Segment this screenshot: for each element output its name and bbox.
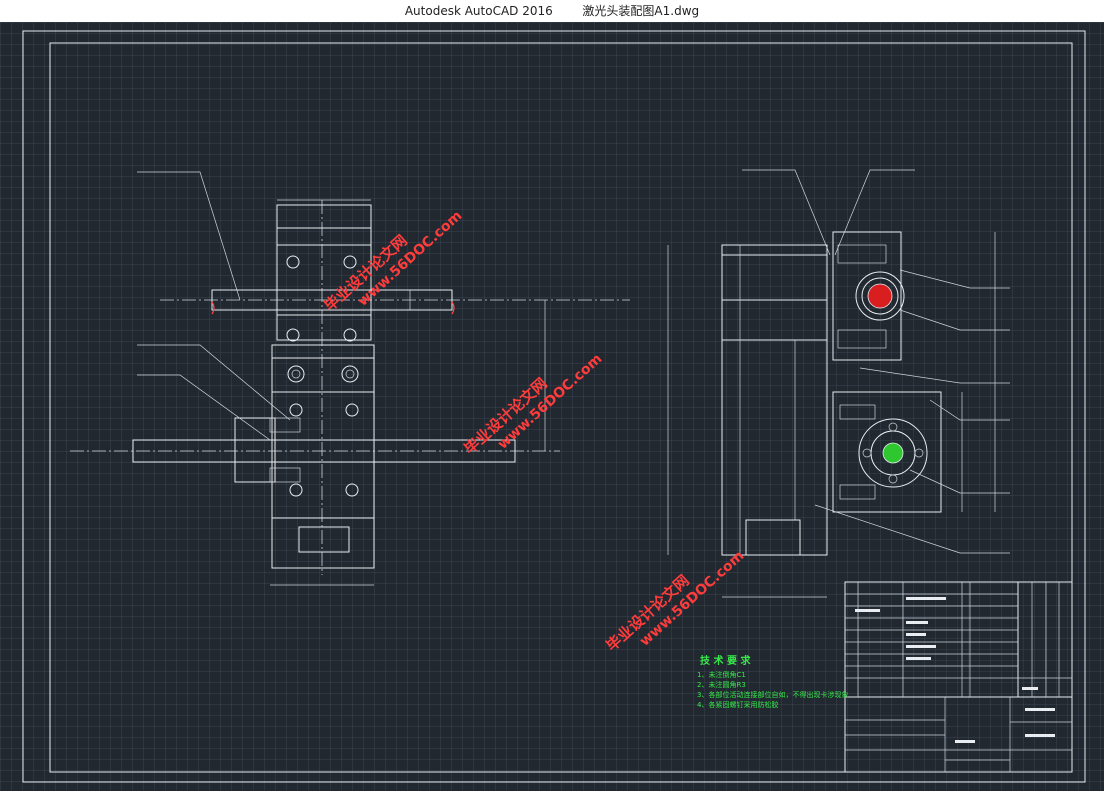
watermark-3: 毕业设计论文网 www.56DOC.com	[603, 548, 748, 655]
title-block	[844, 581, 1073, 773]
red-laser-circle	[867, 283, 893, 309]
front-view	[70, 171, 630, 586]
tech-requirements: 技 术 要 求 1、未注倒角C1 2、未注圆角R3 3、各部位活动连接部位自如，…	[697, 654, 848, 709]
watermark-1: 毕业设计论文网 www.56DOC.com	[321, 208, 466, 315]
tech-item: 4、各紧固螺钉采用防松胶	[697, 700, 778, 709]
app-title: Autodesk AutoCAD 2016	[404, 4, 553, 18]
side-view	[667, 169, 1010, 598]
file-name: 激光头装配图A1.dwg	[582, 4, 700, 18]
sheet-outer-border	[22, 30, 1086, 783]
drawing-viewport[interactable]: 毕业设计论文网 www.56DOC.com 毕业设计论文网 www.56DOC.…	[0, 22, 1104, 791]
tech-item: 2、未注圆角R3	[697, 680, 746, 689]
green-lens-circle	[882, 442, 904, 464]
title-bar: Autodesk AutoCAD 2016 激光头装配图A1.dwg	[0, 0, 1104, 22]
tech-item: 1、未注倒角C1	[697, 670, 746, 679]
tech-item: 3、各部位活动连接部位自如，不得出现卡涉现象	[697, 690, 848, 699]
tech-title: 技 术 要 求	[700, 654, 751, 667]
cad-drawing: 毕业设计论文网 www.56DOC.com 毕业设计论文网 www.56DOC.…	[22, 30, 1086, 783]
sheet-inner-border	[49, 42, 1073, 773]
